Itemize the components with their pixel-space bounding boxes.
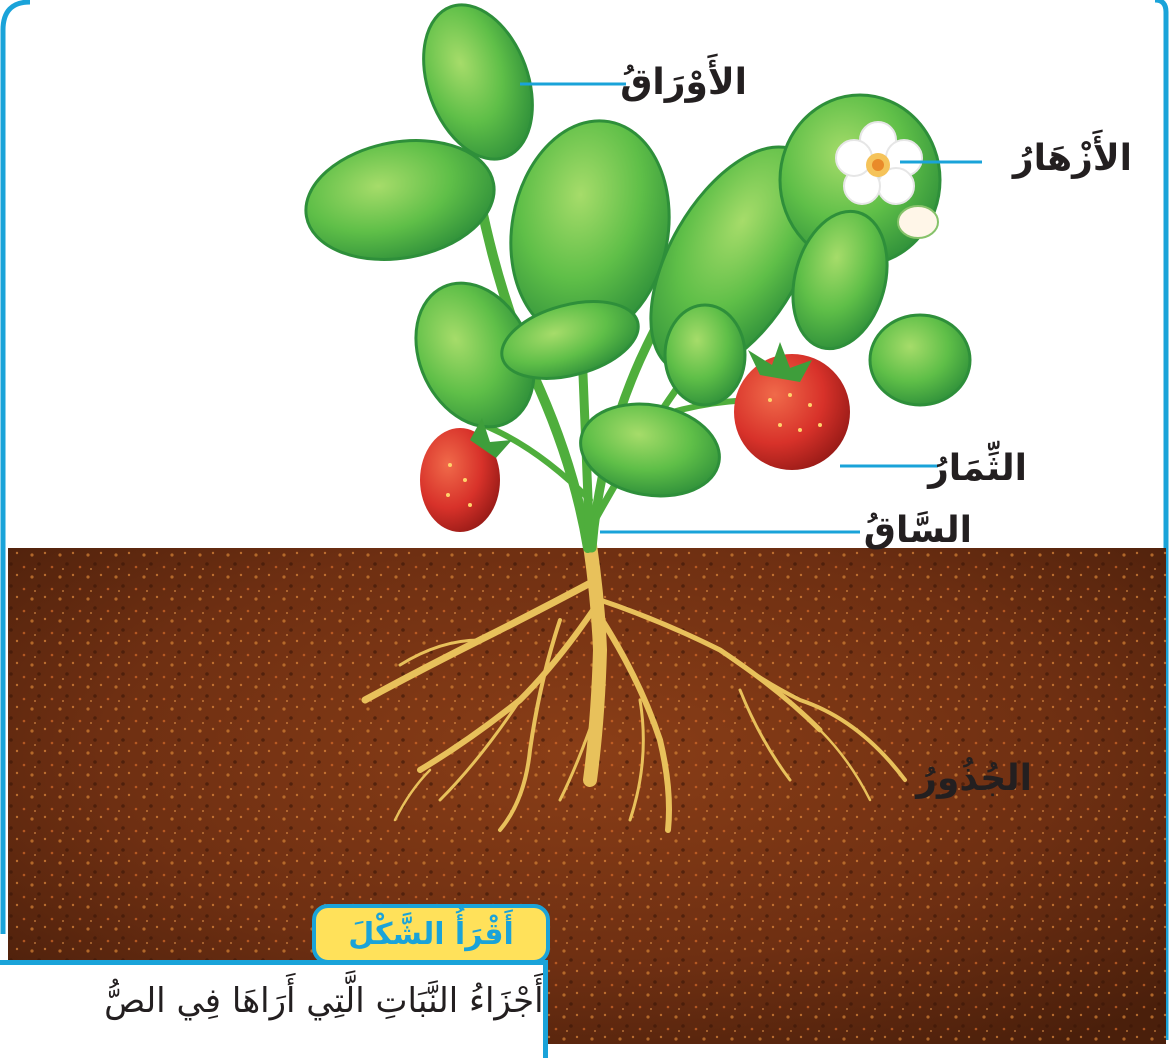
label-flowers: الأَزْهَارُ xyxy=(1013,138,1132,179)
read-figure-title: أَقْرَأُ الشَّكْلَ xyxy=(348,917,514,952)
label-roots: الجُذُورُ xyxy=(916,758,1032,799)
question-text: مَا أَجْزَاءُ النَّبَاتِ الَّتِي أَرَاهَ… xyxy=(104,981,548,1021)
label-fruits: الثِّمَارُ xyxy=(928,448,1027,489)
read-figure-badge: أَقْرَأُ الشَّكْلَ xyxy=(312,904,550,964)
question-box: مَا أَجْزَاءُ النَّبَاتِ الَّتِي أَرَاهَ… xyxy=(0,960,548,1058)
label-stem: السَّاقُ xyxy=(864,510,972,551)
label-leaves: الأَوْرَاقُ xyxy=(620,62,747,103)
